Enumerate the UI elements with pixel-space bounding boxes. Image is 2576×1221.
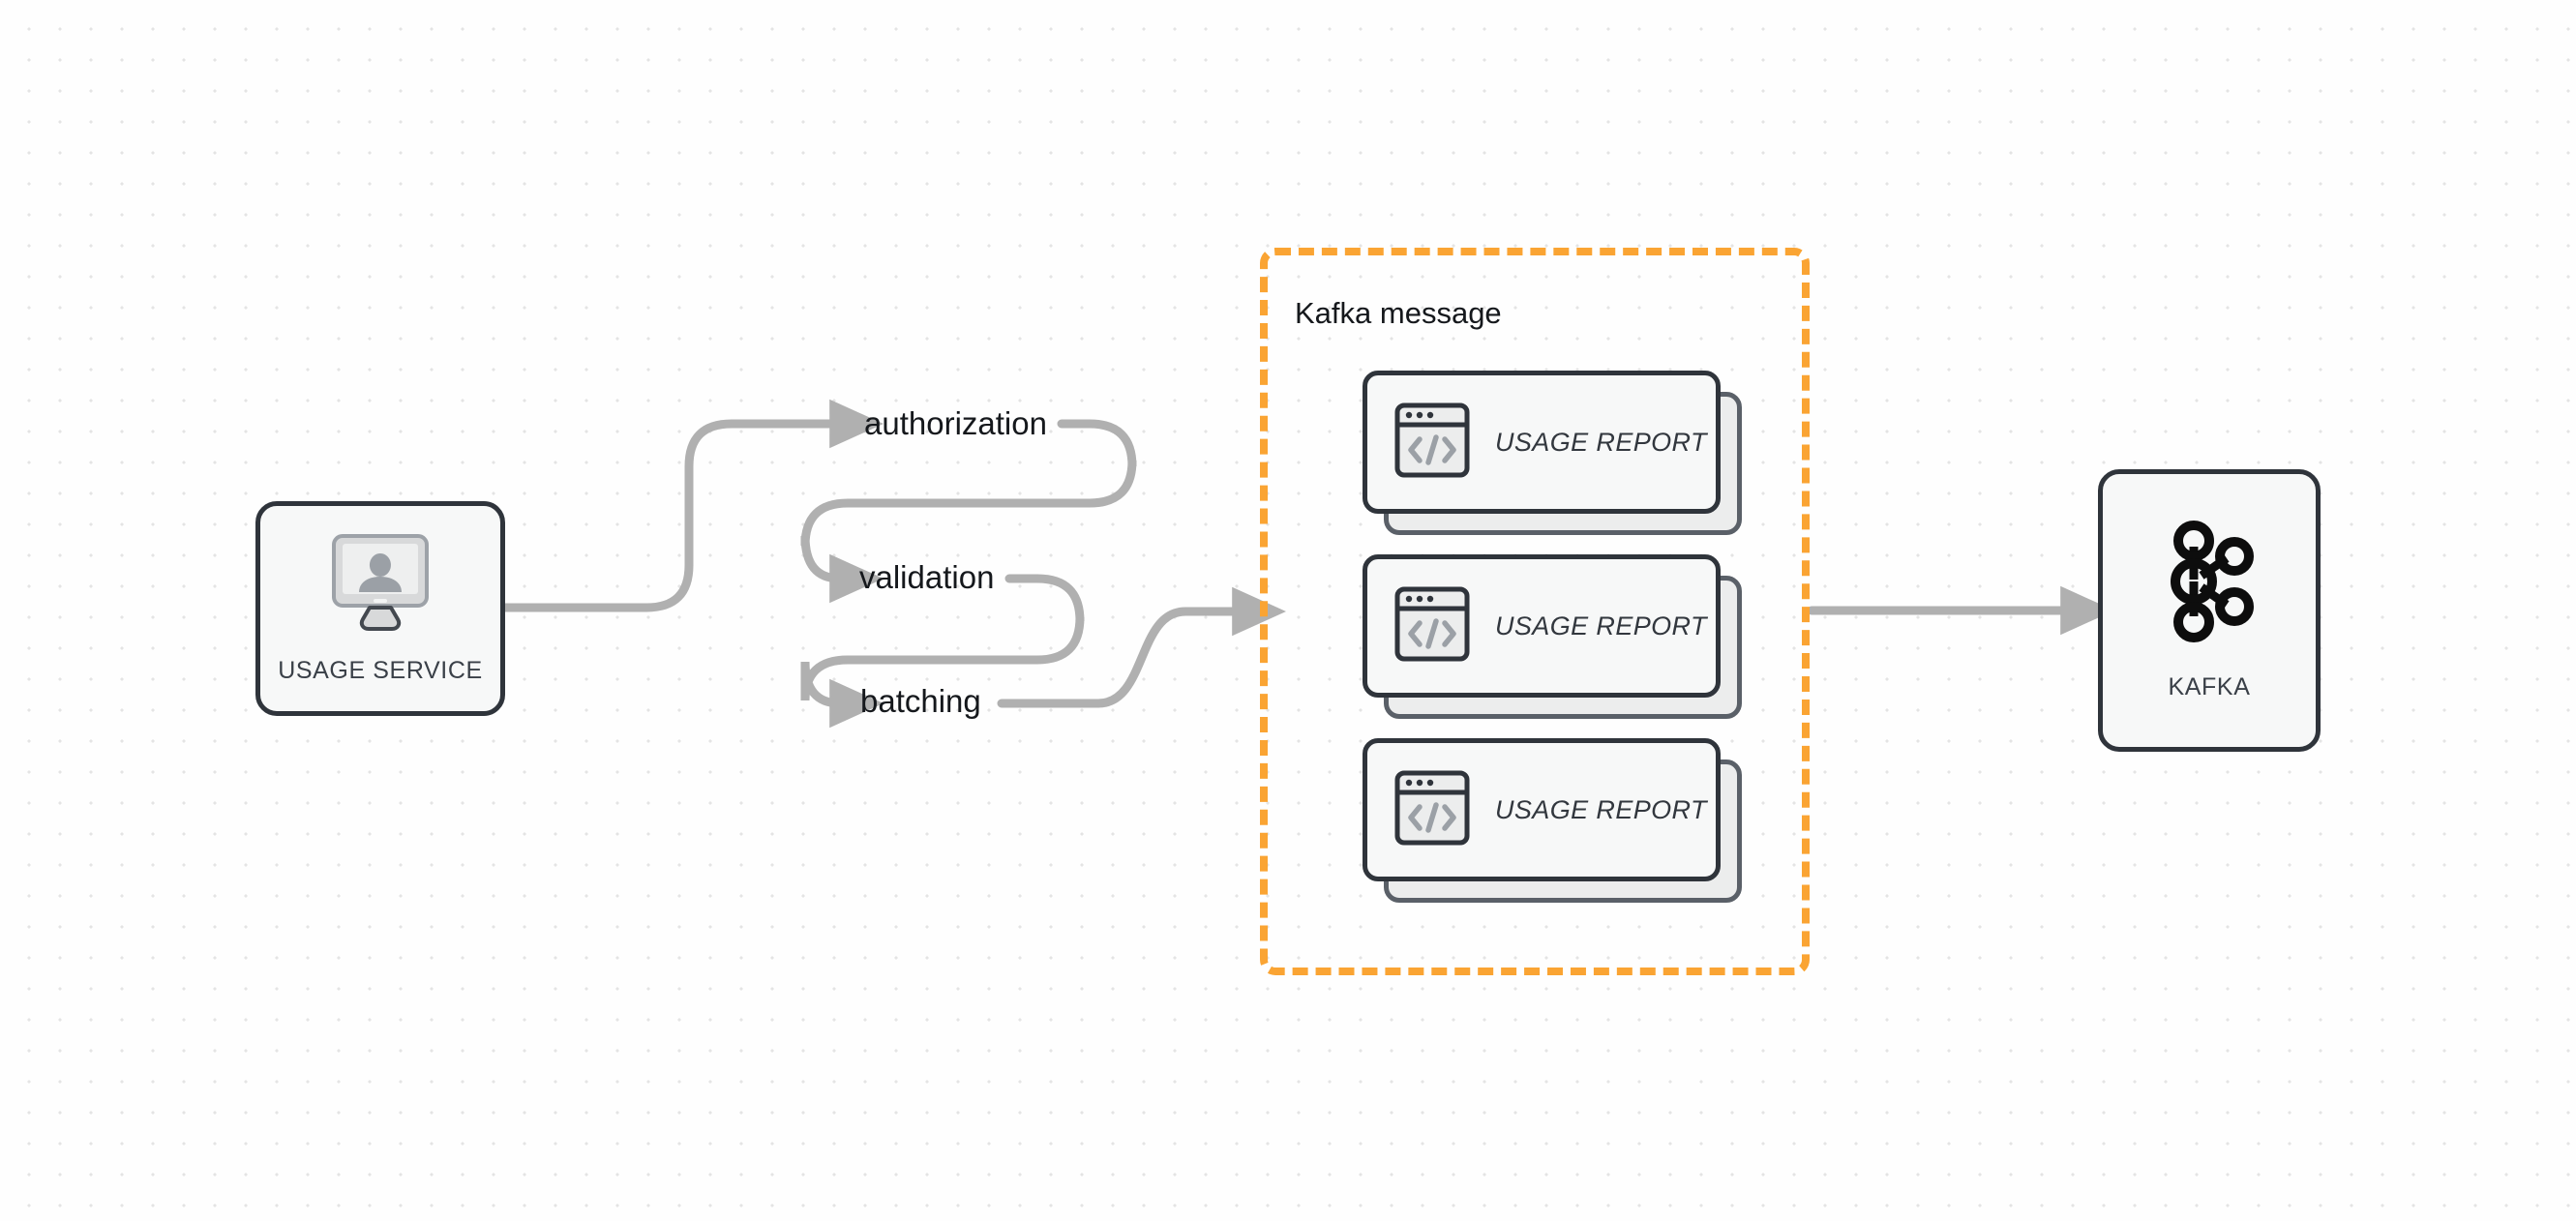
connector-usage-service-to-authorization [500,399,884,612]
usage-report-card-label: USAGE REPORT [1495,427,1707,457]
stage-label-batching[interactable]: batching [860,683,981,719]
usage-report-card[interactable]: USAGE REPORT [1363,738,1742,903]
node-kafka-label: KAFKA [2168,673,2251,700]
monitor-user-icon [322,532,438,638]
connector-batching-to-kafka-message [997,586,1286,708]
kafka-logo-icon [2155,520,2263,648]
usage-report-card[interactable]: USAGE REPORT [1363,371,1742,535]
node-usage-service[interactable]: USAGE SERVICE [255,501,505,716]
code-window-icon [1394,402,1470,483]
usage-report-card-front[interactable]: USAGE REPORT [1363,554,1721,698]
kafka-message-title: Kafka message [1295,296,1502,330]
connector-authorization-to-validation [800,419,1137,604]
usage-report-card-label: USAGE REPORT [1495,794,1707,824]
stage-label-validation[interactable]: validation [859,559,995,595]
node-kafka[interactable]: KAFKA [2098,469,2321,752]
usage-report-card-label: USAGE REPORT [1495,610,1707,640]
usage-report-card[interactable]: USAGE REPORT [1363,554,1742,719]
node-usage-service-label: USAGE SERVICE [278,657,483,684]
code-window-icon [1394,770,1470,850]
usage-report-card-front[interactable]: USAGE REPORT [1363,738,1721,881]
code-window-icon [1394,586,1470,667]
usage-report-card-front[interactable]: USAGE REPORT [1363,371,1721,514]
kafka-message-group: Kafka message USAGE REPORT [1260,248,1810,975]
stage-label-authorization[interactable]: authorization [864,405,1047,441]
